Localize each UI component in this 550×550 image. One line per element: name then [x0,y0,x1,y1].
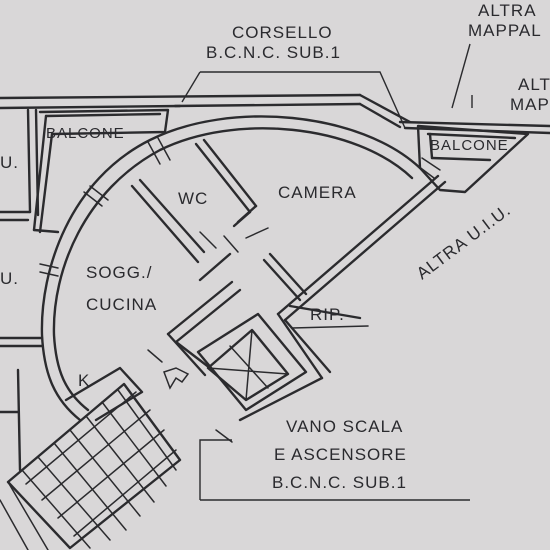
label-mappale-right: MAPPA [510,95,550,114]
interior-partitions [166,252,369,377]
label-uiu-left-top: U. [0,153,19,172]
label-corsello-sub: B.C.N.C. SUB.1 [206,43,341,62]
balcony-left [32,108,170,234]
label-vano-scala: VANO SCALA [286,417,403,436]
label-soggiorno: SOGG./ [86,263,152,282]
stair-arrow [163,367,190,390]
label-mappale-top: MAPPAL [468,21,542,40]
label-k: K [78,371,90,390]
label-balcone-right: BALCONE [430,137,509,154]
curved-walls [40,115,422,422]
label-balcone-left: BALCONE [46,125,125,142]
window-marks [39,137,441,443]
label-vano-sub: B.C.N.C. SUB.1 [272,473,407,492]
label-corsello: CORSELLO [232,23,333,42]
staircase [0,382,182,550]
label-uiu-left-mid: U. [0,269,19,288]
label-altra-top: ALTRA [478,1,537,20]
label-cucina: CUCINA [86,295,157,314]
lift-shaft [196,312,308,412]
label-ascensore: E ASCENSORE [274,445,407,464]
label-camera: CAMERA [278,183,357,202]
label-wc: WC [178,189,208,208]
wc-walls [130,138,269,264]
label-altra-uiu: ALTRA U.I.U. [413,200,514,283]
label-rip: RIP. [310,305,345,324]
leader-lines [181,43,473,501]
balcony-right [416,124,530,194]
label-altra-right: ALT [518,75,550,94]
